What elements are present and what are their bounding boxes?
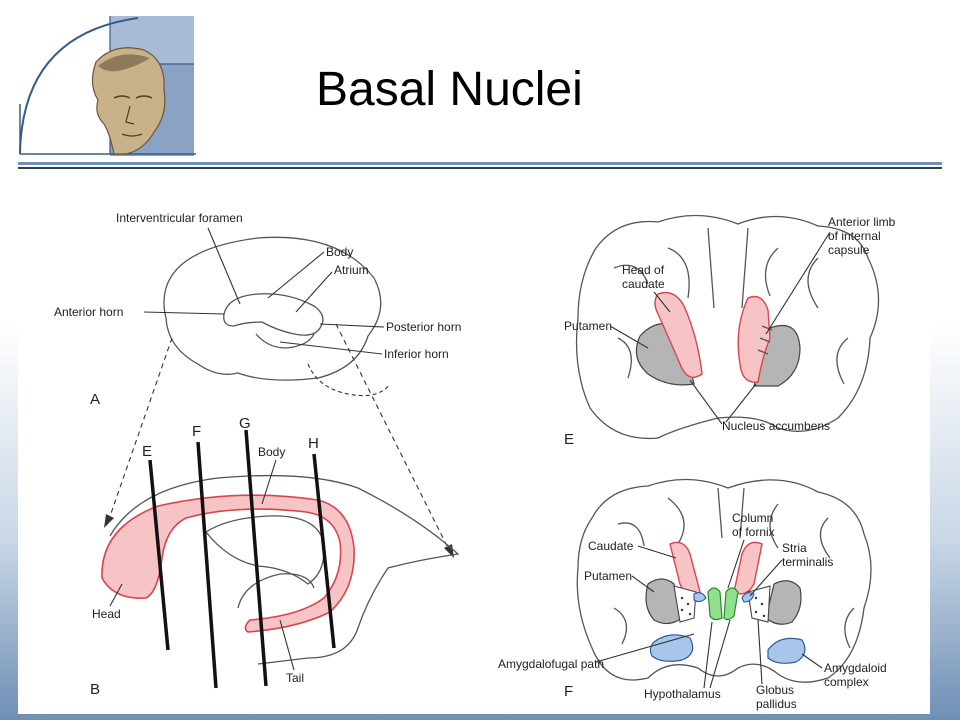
hemisphere-outline-b [109, 474, 460, 665]
section-line-h [312, 453, 336, 649]
figure-panel: Interventricular foramen Body Atrium Ant… [18, 188, 930, 714]
label-interventricular-foramen: Interventricular foramen [116, 211, 243, 225]
section-label-e: E [142, 443, 152, 460]
panel-letter-f: F [564, 683, 573, 700]
label-head: Head [92, 607, 121, 621]
diagram-b: E F G H Body Head Tail B [90, 415, 460, 698]
label-putamen-f: Putamen [584, 569, 632, 583]
gyri-e [613, 227, 849, 385]
label-caudate-f: Caudate [588, 539, 634, 553]
label-posterior-horn: Posterior horn [386, 320, 461, 334]
internal-capsule-stripes-e [757, 325, 773, 355]
basal-nuclei-figure: Interventricular foramen Body Atrium Ant… [54, 211, 896, 711]
classical-head-logo [18, 14, 198, 159]
label-complex: complex [824, 675, 869, 689]
label-anterior-horn: Anterior horn [54, 305, 123, 319]
panel-letter-e: E [564, 431, 574, 448]
label-body-b: Body [258, 445, 285, 459]
caudate-right-f [733, 541, 763, 595]
label-terminalis: terminalis [782, 555, 833, 569]
brain-outline-a [163, 236, 382, 381]
ventricle-body-a [223, 293, 324, 336]
diagram-f: Column of fornix Caudate Stria terminali… [498, 478, 887, 711]
section-line-e [148, 459, 170, 651]
label-column: Column [732, 511, 773, 525]
label-atrium: Atrium [334, 263, 369, 277]
section-line-f [196, 441, 218, 689]
panel-letter-b: B [90, 681, 100, 698]
fornix-column-f [707, 587, 739, 621]
panel-letter-a: A [90, 391, 100, 408]
section-label-g: G [239, 415, 251, 432]
brain-outline-e [575, 214, 880, 440]
caudate-nucleus [101, 494, 355, 633]
caudate-left-e [654, 291, 703, 378]
ventricle-inner-a [255, 333, 315, 349]
title-divider-dark [18, 167, 942, 169]
label-anterior-limb: Anterior limb [828, 215, 896, 229]
label-amygdalofugal-path: Amygdalofugal path [498, 657, 604, 671]
globus-pallidus-right-f [747, 585, 771, 623]
label-of-internal: of internal [828, 229, 881, 243]
label-amygdaloid: Amygdaloid [824, 661, 887, 675]
slide-title: Basal Nuclei [316, 63, 583, 116]
stria-terminalis-f [693, 592, 755, 603]
label-capsule: capsule [828, 243, 870, 257]
label-nucleus-accumbens: Nucleus accumbens [722, 419, 830, 433]
gyri-f [613, 487, 855, 649]
title-divider [18, 162, 942, 165]
putamen-left-f [645, 578, 683, 625]
logo [18, 14, 198, 159]
label-head-of: Head of [622, 263, 665, 277]
section-line-g [244, 429, 268, 687]
label-hypothalamus: Hypothalamus [644, 687, 721, 701]
thalamus-outline-b [205, 515, 325, 585]
putamen-right-e [753, 324, 801, 387]
brain-outline-f [576, 478, 872, 683]
label-body-a: Body [326, 245, 353, 259]
label-tail: Tail [286, 671, 304, 685]
label-globus: Globus [756, 683, 794, 697]
label-inferior-horn: Inferior horn [384, 347, 449, 361]
diagram-e: Anterior limb of internal capsule Head o… [564, 214, 896, 448]
pallidus-dots-f [680, 596, 766, 618]
diagram-a: Interventricular foramen Body Atrium Ant… [54, 211, 461, 558]
section-label-h: H [308, 435, 319, 452]
putamen-right-f [765, 580, 802, 625]
label-caudate-e: caudate [622, 277, 665, 291]
caudate-right-e [737, 295, 771, 383]
label-putamen-e: Putamen [564, 319, 612, 333]
inner-fold-b [237, 573, 315, 609]
amygdala-right-f [767, 637, 806, 664]
amygdala-left-f [649, 634, 694, 662]
section-label-f: F [192, 423, 201, 440]
label-pallidus: pallidus [756, 697, 797, 711]
label-stria: Stria [782, 541, 807, 555]
label-of-fornix: of fornix [732, 525, 775, 539]
temporal-dash-a [307, 363, 391, 397]
